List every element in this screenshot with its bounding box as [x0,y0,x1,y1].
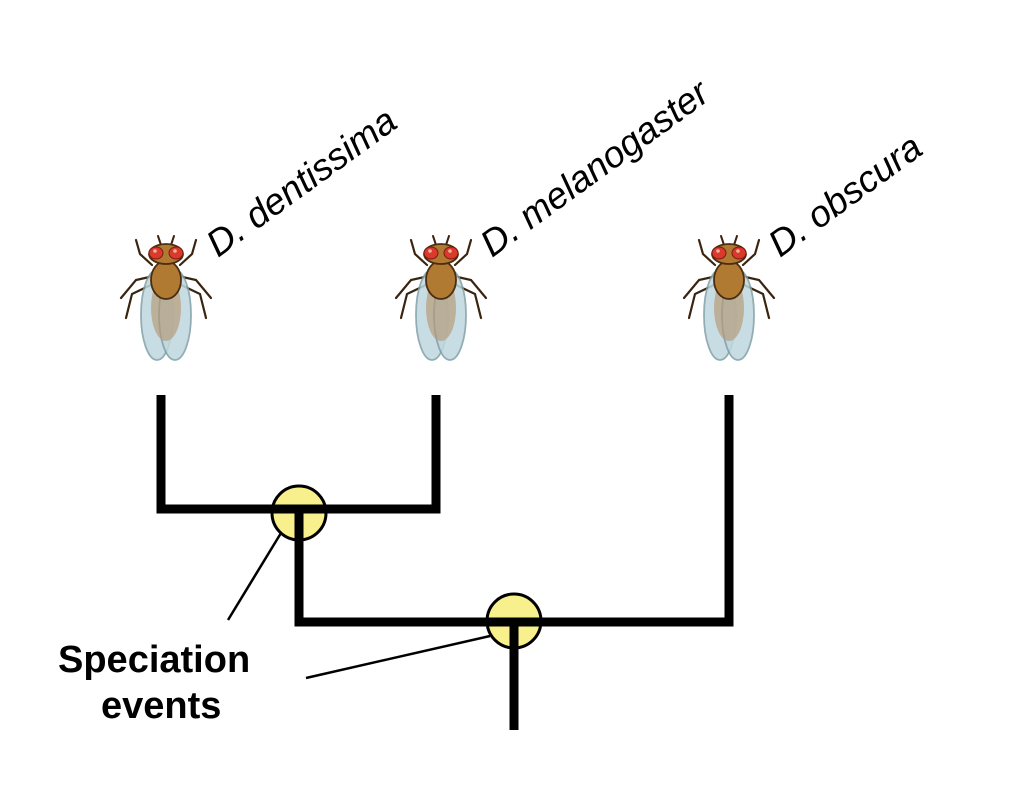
species-label-melanogaster: D. melanogaster [473,71,718,265]
pointer-line-node-2 [305,634,491,680]
species-label-dentissima: D. dentissima [199,100,404,265]
tree-branch-through-node-1 [272,504,326,540]
annotation-speciation: Speciation [58,639,250,681]
fruit-fly-icon [394,234,488,362]
fruit-fly-icon [682,234,776,362]
annotation-events: events [101,685,221,727]
tree-branch-through-node-2 [487,617,541,648]
fruit-fly-icon [119,234,213,362]
pointer-line-node-1 [226,532,283,621]
species-label-obscura: D. obscura [761,126,930,264]
